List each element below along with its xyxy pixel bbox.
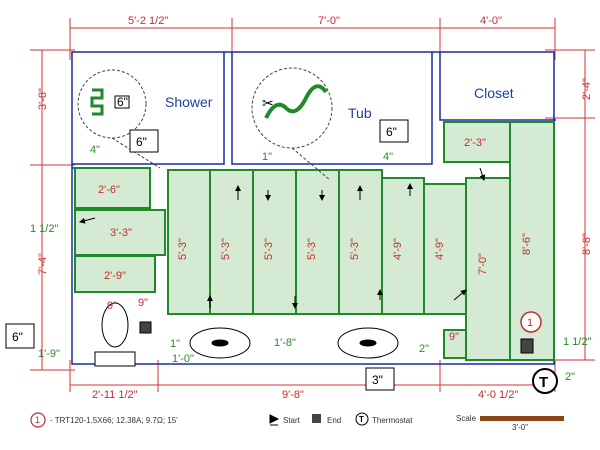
legend: 1 - TRT120-1.5X66; 12.38A; 9.7Ω; 15' Sta… bbox=[30, 412, 564, 432]
callout-center: ✂ bbox=[251, 67, 333, 181]
mat-label-3: 2'-9" bbox=[104, 270, 126, 282]
mat-number-marker bbox=[520, 311, 542, 333]
mat-label-8: 5'-3" bbox=[349, 238, 361, 260]
dim-left-3: 1 1/2" bbox=[30, 223, 58, 235]
mat-label-4: 5'-3" bbox=[177, 238, 189, 260]
dim-two-in: 2" bbox=[419, 343, 429, 355]
dim-one-inch: 1" bbox=[170, 338, 180, 350]
mat-4-9-b bbox=[423, 183, 467, 315]
mat-9-small bbox=[443, 329, 467, 359]
mat-label-11: 7'-0" bbox=[477, 253, 489, 275]
dim-left-2: 7'-4" bbox=[37, 253, 49, 275]
dim-nine-right: 9" bbox=[449, 331, 459, 343]
dim-one-ft: 1'-0" bbox=[172, 353, 194, 365]
mat-label-9: 4'-9" bbox=[392, 238, 404, 260]
dim-right-2: 8'-8" bbox=[581, 233, 593, 255]
scissors-icon: ✂ bbox=[262, 95, 274, 111]
direction-arrows bbox=[79, 167, 486, 309]
dim-nine-left2: 9" bbox=[138, 297, 148, 309]
dim-left-1: 3'-8" bbox=[37, 88, 49, 110]
dim-right-3: 1 1/2" bbox=[563, 336, 591, 348]
boxed-six-left: 6" bbox=[12, 330, 23, 344]
legend-thermostat-symbol: T bbox=[359, 415, 364, 424]
legend-scale: Scale bbox=[456, 414, 477, 423]
mat-label-13: 2'-3" bbox=[464, 137, 486, 149]
mat-4-9-a bbox=[381, 177, 425, 315]
mat-5-3-d bbox=[295, 169, 340, 315]
fixtures bbox=[94, 302, 534, 367]
start-icon bbox=[269, 414, 280, 426]
legend-circle-num: 1 bbox=[35, 415, 40, 425]
legend-thermostat-icon bbox=[355, 412, 369, 426]
mat-5-3-c bbox=[252, 169, 297, 315]
mat-label-12: 8'-6" bbox=[521, 233, 533, 255]
dim-right-4: 2" bbox=[565, 371, 575, 383]
mat-2-3 bbox=[443, 121, 511, 163]
mat-label-2: 3'-3" bbox=[110, 227, 132, 239]
dim-four-right: 4" bbox=[383, 151, 393, 163]
boxed-labels bbox=[5, 95, 409, 391]
thermostat-icon bbox=[532, 368, 558, 394]
boxed-six-top: 6" bbox=[136, 135, 147, 149]
end-icon bbox=[312, 414, 321, 423]
dim-top-1: 5'-2 1/2" bbox=[128, 15, 168, 27]
dim-four-left: 4" bbox=[90, 144, 100, 156]
boxed-callout: 6" bbox=[117, 95, 128, 109]
legend-scale-len: 3'-0" bbox=[512, 423, 528, 432]
legend-end: End bbox=[327, 416, 341, 425]
dim-nine-left: 9" bbox=[107, 300, 117, 312]
dim-bottom-3: 4'-0 1/2" bbox=[478, 389, 518, 401]
dim-bottom-2: 9'-8" bbox=[282, 389, 304, 401]
room-label-closet: Closet bbox=[474, 85, 514, 101]
dim-top-2: 7'-0" bbox=[318, 15, 340, 27]
dim-one-top: 1" bbox=[262, 151, 272, 163]
mat-label-5: 5'-3" bbox=[220, 238, 232, 260]
mat-2-9 bbox=[74, 255, 156, 293]
thermostat-symbol: T bbox=[539, 374, 548, 391]
mat-label-10: 4'-9" bbox=[434, 238, 446, 260]
dim-left-4: 1'-9" bbox=[38, 348, 60, 360]
mat-5-3-b bbox=[209, 169, 254, 315]
boxed-three: 3" bbox=[372, 373, 383, 387]
room-label-tub: Tub bbox=[348, 105, 372, 121]
heating-mats bbox=[74, 121, 555, 361]
scale-bar bbox=[480, 416, 564, 421]
dim-bottom-1: 2'-11 1/2" bbox=[92, 389, 138, 401]
dim-right-1: 2'-4" bbox=[581, 78, 593, 100]
mat-2-6 bbox=[74, 167, 151, 209]
legend-start: Start bbox=[283, 416, 301, 425]
mat-label-1: 2'-6" bbox=[98, 184, 120, 196]
mat-5-3-a bbox=[167, 169, 211, 315]
boxed-six-right: 6" bbox=[386, 125, 397, 139]
room-label-shower: Shower bbox=[165, 94, 213, 110]
legend-circle-icon bbox=[30, 412, 46, 428]
dim-top-3: 4'-0" bbox=[480, 15, 502, 27]
legend-thermostat: Thermostat bbox=[372, 416, 413, 425]
dim-one-eight: 1'-8" bbox=[274, 337, 296, 349]
legend-product: - TRT120-1.5X66; 12.38A; 9.7Ω; 15' bbox=[50, 416, 178, 425]
mat-label-6: 5'-3" bbox=[263, 238, 275, 260]
mat-number-text: 1 bbox=[527, 317, 533, 329]
mat-3-3 bbox=[74, 209, 166, 256]
mat-label-7: 5'-3" bbox=[306, 238, 318, 260]
